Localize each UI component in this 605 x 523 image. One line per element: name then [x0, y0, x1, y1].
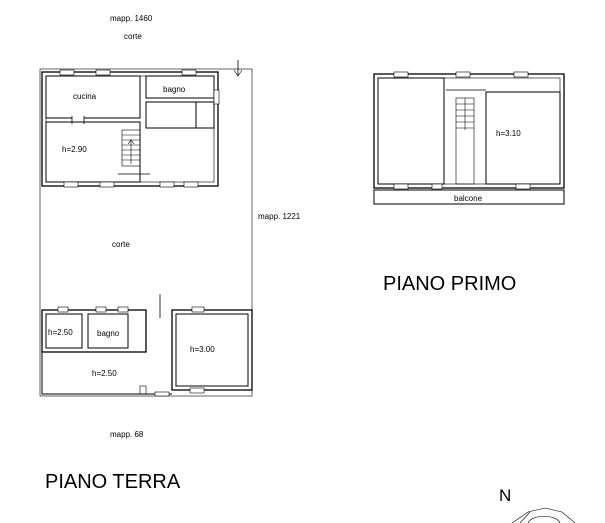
room-cucina — [45, 75, 141, 119]
label-corte-middle: corte — [112, 240, 130, 249]
window — [159, 181, 175, 188]
label-mapp-1221: mapp. 1221 — [258, 212, 301, 221]
lower-right-block — [171, 309, 253, 391]
window — [191, 306, 205, 313]
lot-boundary — [39, 68, 253, 397]
piano-primo-plan — [373, 71, 565, 205]
window — [213, 89, 220, 105]
window — [431, 183, 443, 190]
window — [95, 69, 111, 76]
door — [154, 391, 170, 397]
label-mapp-68: mapp. 68 — [110, 430, 144, 439]
room-left-primo — [377, 77, 445, 185]
label-h-300: h=3.00 — [190, 345, 215, 354]
corner-mark — [233, 69, 243, 77]
piano-terra-plan — [39, 60, 253, 397]
lower-strip — [41, 352, 172, 395]
label-h-250-left: h=2.50 — [48, 328, 73, 337]
window — [393, 71, 409, 78]
label-balcone: balcone — [454, 194, 483, 203]
room-bagno-upper — [145, 75, 215, 99]
window — [513, 71, 529, 78]
window — [63, 181, 79, 188]
window — [189, 387, 205, 394]
label-cucina: cucina — [73, 92, 97, 101]
first-floor-inner-wall — [377, 77, 561, 185]
label-h-250-bottom: h=2.50 — [92, 369, 117, 378]
room-hall — [145, 101, 215, 129]
compass-rose-icon — [511, 507, 576, 523]
window — [95, 306, 107, 313]
hall-partition — [176, 101, 197, 128]
label-north: N — [499, 486, 511, 505]
lower-left-block — [41, 309, 147, 353]
room-storage-left — [45, 313, 83, 349]
window — [515, 183, 531, 190]
staircase-first — [455, 97, 475, 185]
label-mapp-1460: mapp. 1460 — [110, 14, 153, 23]
door — [139, 385, 147, 395]
first-floor-outer-wall — [373, 73, 565, 189]
window — [57, 306, 69, 313]
label-bagno-lower: bagno — [97, 329, 120, 338]
balcone — [373, 189, 565, 205]
label-h-290: h=2.90 — [62, 145, 87, 154]
window — [117, 306, 129, 313]
house-outer-wall — [41, 71, 219, 187]
room-right-primo — [485, 91, 561, 185]
room-right — [175, 313, 249, 387]
window — [455, 71, 471, 78]
label-h-310: h=3.10 — [496, 129, 521, 138]
window — [181, 69, 197, 76]
label-bagno-upper: bagno — [163, 85, 186, 94]
window — [99, 181, 115, 188]
label-corte-top: corte — [124, 32, 142, 41]
label-piano-terra: PIANO TERRA — [45, 471, 181, 493]
label-piano-primo: PIANO PRIMO — [383, 273, 516, 295]
window — [59, 69, 75, 76]
room-bagno-lower — [87, 313, 129, 349]
room-living — [45, 121, 141, 183]
window — [393, 183, 409, 190]
staircase-ground — [121, 129, 141, 167]
window — [183, 181, 199, 188]
